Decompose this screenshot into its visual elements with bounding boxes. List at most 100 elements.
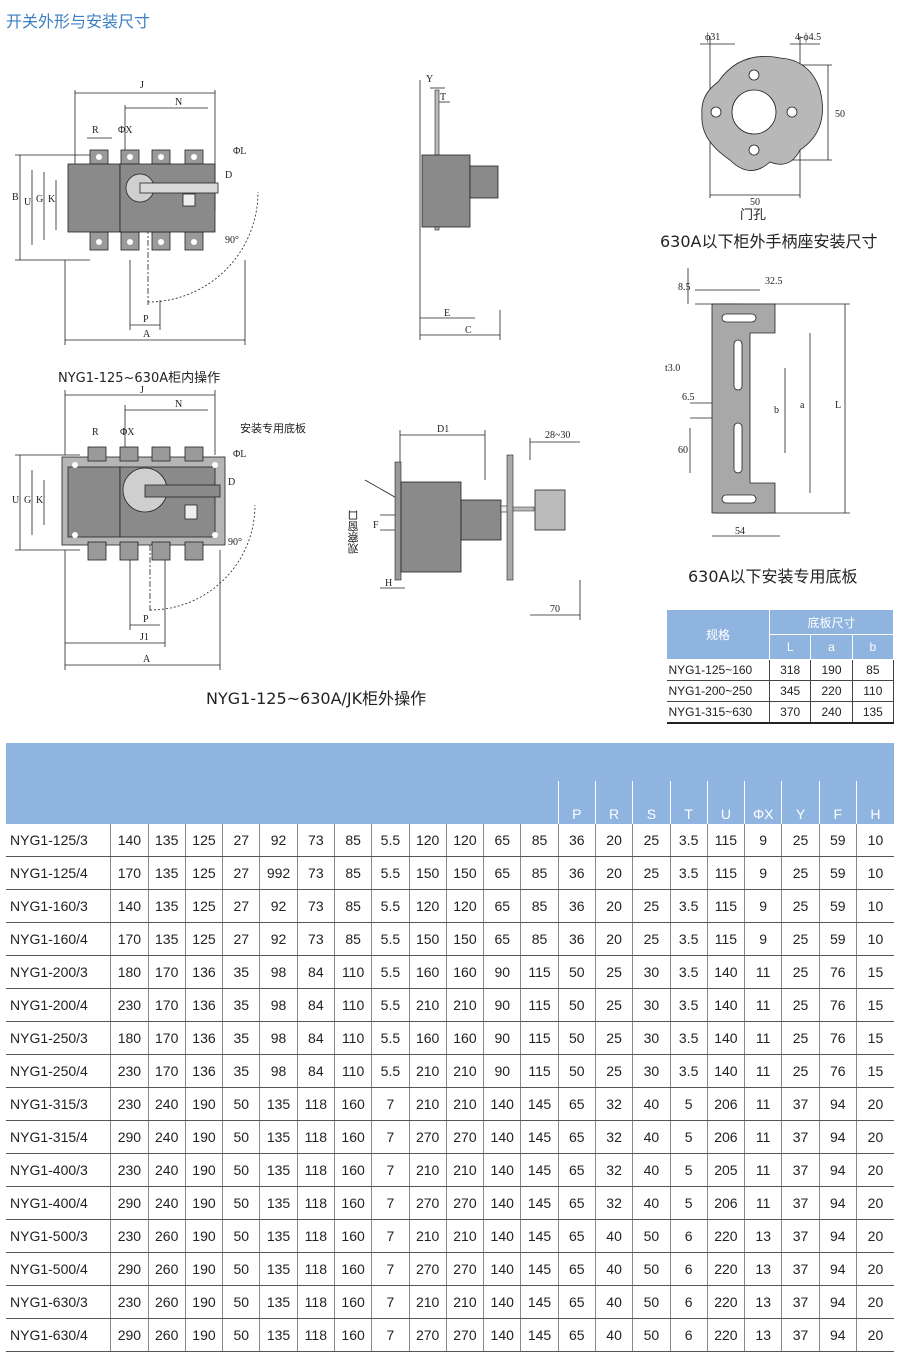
dim-K-outer: K <box>36 495 44 506</box>
dim-U-outer: U <box>12 495 20 506</box>
value-cell: 40 <box>632 1120 670 1154</box>
main-header-cell: S <box>632 781 670 824</box>
value-cell: 50 <box>632 1252 670 1286</box>
value-cell: 20 <box>855 1252 894 1286</box>
value-cell: 135 <box>259 1153 298 1187</box>
value-cell: 6 <box>669 1318 708 1352</box>
value-cell: 7 <box>371 1153 410 1187</box>
value-cell: 110 <box>333 988 372 1022</box>
value-cell: 210 <box>408 1087 447 1121</box>
value-cell: 10 <box>855 856 894 890</box>
value-cell: 5.5 <box>371 1054 410 1088</box>
value-cell: 210 <box>445 1153 484 1187</box>
model-cell: NYG1-400/4 <box>6 1186 111 1220</box>
value-cell: 230 <box>110 1219 149 1253</box>
value-cell: 140 <box>706 1054 745 1088</box>
value-cell: 25 <box>632 922 670 956</box>
dim-J1: J1 <box>140 632 149 643</box>
plate-col-L: L <box>768 634 812 660</box>
value-cell: 170 <box>147 1021 186 1055</box>
caption-handle-seat: 630A以下柜外手柄座安装尺寸 <box>660 232 878 251</box>
value-cell: 270 <box>445 1252 484 1286</box>
dim-T: T <box>440 92 446 103</box>
value-cell: 270 <box>408 1252 447 1286</box>
value-cell: 5.5 <box>371 988 410 1022</box>
value-cell: 59 <box>818 824 857 857</box>
dim-54: 54 <box>735 526 745 537</box>
value-cell: 92 <box>259 922 298 956</box>
value-cell: 9 <box>744 824 782 857</box>
dim-phiX-outer: ΦX <box>120 427 135 438</box>
value-cell: 210 <box>408 1219 447 1253</box>
dim-D: D <box>225 170 232 181</box>
value-cell: 170 <box>110 922 149 956</box>
value-cell: 140 <box>483 1087 521 1121</box>
value-cell: 190 <box>184 1318 223 1352</box>
value-cell: 9 <box>744 889 782 923</box>
value-cell: 5.5 <box>371 1021 410 1055</box>
value-cell: 210 <box>408 1153 447 1187</box>
value-cell: 3.5 <box>669 1021 708 1055</box>
caption-base-plate: 630A以下安装专用底板 <box>688 567 858 586</box>
value-cell: 115 <box>706 824 745 857</box>
value-cell: 210 <box>408 988 447 1022</box>
value-cell: 5 <box>669 1186 708 1220</box>
dim-50-vertical: 50 <box>835 109 845 120</box>
value-cell: 160 <box>408 955 447 989</box>
main-header-cell: P <box>557 781 596 824</box>
value-cell: 85 <box>520 856 559 890</box>
value-cell: 150 <box>445 922 484 956</box>
plate-cell-value: 85 <box>852 659 895 681</box>
dim-70: 70 <box>550 604 560 615</box>
value-cell: 5 <box>669 1120 708 1154</box>
dim-R-outer: R <box>92 427 99 438</box>
door-hole-drawing: ϕ31 4-ϕ4.5 50 50 <box>700 32 845 208</box>
plate-cell-value: 318 <box>769 659 812 681</box>
value-cell: 160 <box>333 1285 372 1319</box>
dim-D-outer: D <box>228 477 235 488</box>
value-cell: 25 <box>632 889 670 923</box>
value-cell: 160 <box>333 1318 372 1352</box>
value-cell: 65 <box>557 1252 596 1286</box>
value-cell: 7 <box>371 1087 410 1121</box>
value-cell: 32 <box>594 1087 633 1121</box>
value-cell: 9 <box>744 856 782 890</box>
value-cell: 115 <box>520 988 559 1022</box>
value-cell: 73 <box>296 824 335 857</box>
value-cell: 13 <box>744 1219 782 1253</box>
value-cell: 125 <box>184 824 223 857</box>
value-cell: 10 <box>855 824 894 857</box>
caption-inner-op: NYG1-125~630A柜内操作 <box>58 371 221 386</box>
value-cell: 160 <box>333 1252 372 1286</box>
value-cell: 40 <box>594 1318 633 1352</box>
value-cell: 90 <box>483 988 521 1022</box>
dim-50-horizontal: 50 <box>750 197 760 208</box>
value-cell: 25 <box>781 922 820 956</box>
value-cell: 40 <box>594 1219 633 1253</box>
value-cell: 5.5 <box>371 856 410 890</box>
value-cell: 270 <box>445 1120 484 1154</box>
value-cell: 76 <box>818 988 857 1022</box>
value-cell: 98 <box>259 955 298 989</box>
value-cell: 40 <box>632 1087 670 1121</box>
value-cell: 15 <box>855 955 894 989</box>
value-cell: 40 <box>594 1285 633 1319</box>
value-cell: 5.5 <box>371 889 410 923</box>
value-cell: 85 <box>520 922 559 956</box>
dim-G-outer: G <box>24 495 31 506</box>
value-cell: 160 <box>333 1087 372 1121</box>
value-cell: 206 <box>706 1087 745 1121</box>
dim-U: U <box>24 197 32 208</box>
main-header-cell <box>148 781 186 824</box>
model-cell: NYG1-400/3 <box>6 1153 111 1187</box>
value-cell: 11 <box>744 1153 782 1187</box>
model-cell: NYG1-500/3 <box>6 1219 111 1253</box>
value-cell: 115 <box>520 1021 559 1055</box>
value-cell: 240 <box>147 1153 186 1187</box>
dim-A-outer: A <box>143 654 151 665</box>
